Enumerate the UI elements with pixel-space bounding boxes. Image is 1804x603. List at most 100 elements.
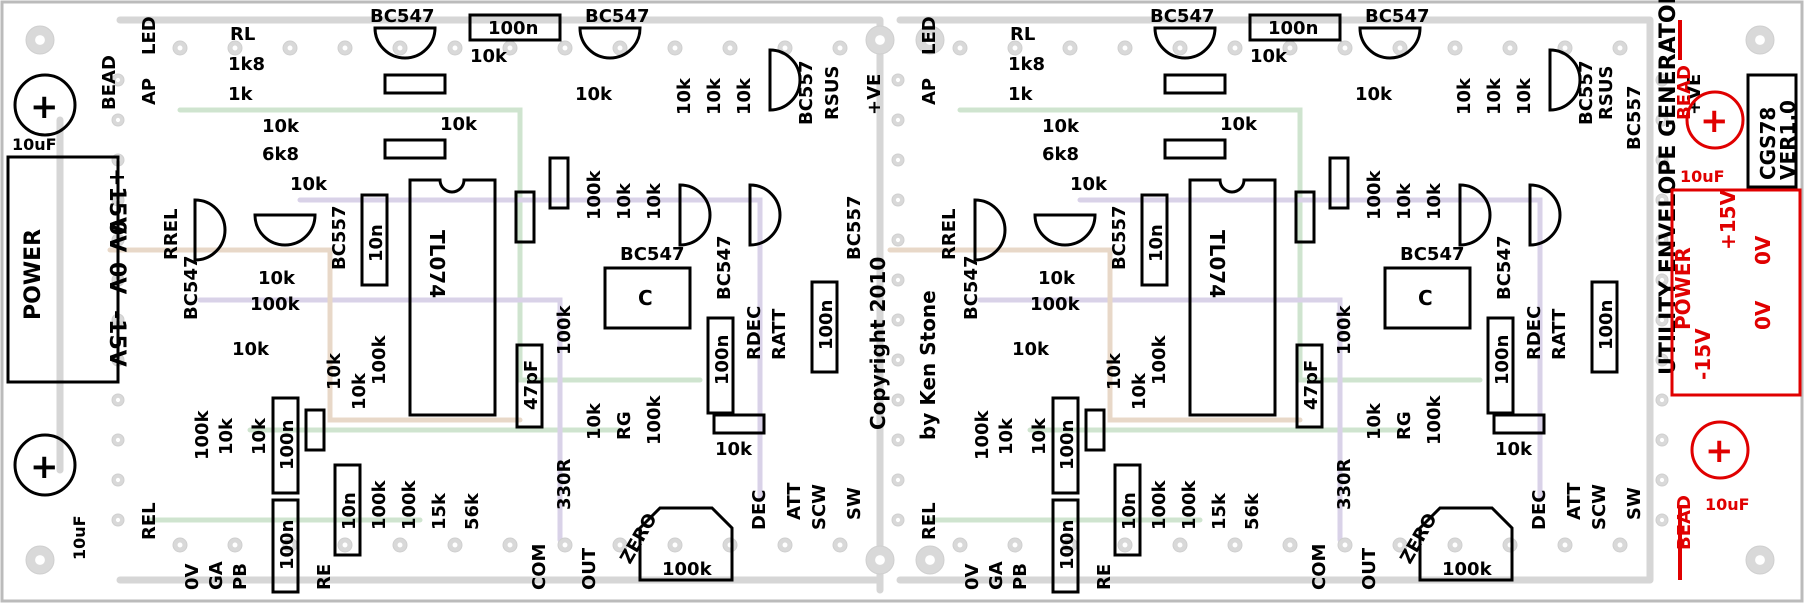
pad-hole [452,542,458,548]
pad-hole [1659,437,1665,443]
svg-text:100n: 100n [712,335,733,385]
svg-text:10n: 10n [339,492,360,530]
svg-text:100n: 100n [1596,300,1617,350]
svg-text:10k: 10k [1424,182,1445,220]
transistor-outline [578,26,642,60]
svg-text:10k: 10k [349,372,370,410]
pad-hole [1659,157,1665,163]
pin-re: RE [314,564,335,590]
pad-hole [895,477,901,483]
pin-led: LED [139,16,160,55]
svg-text:0V: 0V [1751,300,1775,330]
pad-hole [115,397,121,403]
svg-text:BC547: BC547 [1365,6,1430,27]
pad-hole [1755,35,1765,45]
right-power-section: POWER +15V -15V 0V 0V + 10uF BEAD + 10uF… [1670,20,1802,580]
svg-text:RSUS: RSUS [1596,66,1617,120]
svg-text:100n: 100n [488,18,538,39]
pad-hole [1287,542,1293,548]
pad-hole [895,277,901,283]
electrolytic-cap-top-left: + 10uF [12,73,77,154]
svg-text:10k: 10k [262,116,300,137]
pad-hole [177,45,183,51]
svg-text:10uF: 10uF [1680,167,1725,186]
pad-hole [35,555,45,565]
svg-text:BC547: BC547 [1494,235,1515,300]
pin-rrel: RREL [161,209,182,261]
electrolytic-cap-bottom-right [1690,420,1750,480]
pin-pb: PB [230,563,251,590]
svg-text:SCW: SCW [1589,484,1610,530]
svg-text:BC557: BC557 [1624,85,1645,150]
pad-hole [1122,542,1128,548]
pad-hole [895,77,901,83]
pad-hole [232,542,238,548]
svg-text:RG: RG [1394,411,1415,440]
pad-hole [727,45,733,51]
svg-text:10k: 10k [1220,114,1258,135]
pad-hole [1342,542,1348,548]
svg-text:C: C [1418,286,1433,310]
copper-traces [56,16,1654,594]
pad-hole [1659,277,1665,283]
pad-hole [672,542,678,548]
svg-text:10n: 10n [1146,224,1167,262]
transistor-outline [373,26,437,60]
svg-text:15k: 15k [429,492,450,530]
svg-text:1k: 1k [228,84,254,105]
svg-text:100k: 100k [369,334,390,385]
svg-text:10k: 10k [1394,182,1415,220]
pad-hole [287,45,293,51]
svg-text:10k: 10k [1070,174,1108,195]
pad-hole [115,437,121,443]
svg-text:100n: 100n [1268,18,1318,39]
pad-hole [1659,517,1665,523]
svg-text:10k: 10k [470,46,508,67]
svg-text:+: + [1700,101,1729,141]
svg-text:330R: 330R [554,458,575,510]
pad-hole [1659,197,1665,203]
svg-text:100k: 100k [1179,479,1200,530]
svg-text:100k: 100k [399,479,420,530]
svg-text:RG: RG [614,411,635,440]
svg-text:+: + [30,87,59,127]
pad-hole [1287,45,1293,51]
svg-text:BC547: BC547 [961,255,982,320]
pad-hole [1659,477,1665,483]
copyright-text: Copyright 2010 [866,257,890,430]
svg-text:100n: 100n [277,520,298,570]
pad-hole [895,397,901,403]
pad-hole [875,35,885,45]
svg-text:-15V: -15V [1691,328,1715,380]
svg-text:10k: 10k [1042,116,1080,137]
svg-text:RATT: RATT [1549,308,1570,360]
pad-hole [1617,45,1623,51]
svg-text:10uF: 10uF [70,515,89,560]
pad-hole [1012,542,1018,548]
power-connector-right [1670,188,1802,397]
chip-label: TL074 [425,230,449,298]
pad-hole [452,45,458,51]
svg-text:BC547: BC547 [1400,244,1465,265]
pin-0v: 0V [182,563,203,590]
pad-hole [177,542,183,548]
pad-hole [957,45,963,51]
pad-hole [1177,542,1183,548]
pad-hole [1397,45,1403,51]
svg-text:RREL: RREL [939,209,960,261]
pad-hole [837,45,843,51]
pad-hole [115,517,121,523]
pad-hole [1659,77,1665,83]
svg-text:DEC: DEC [1529,490,1550,530]
svg-text:10k: 10k [1104,352,1125,390]
svg-text:10k: 10k [1012,339,1050,360]
svg-text:15k: 15k [1209,492,1230,530]
pad-hole [1067,45,1073,51]
svg-text:100k: 100k [584,169,605,220]
transistor-outline [768,48,802,112]
svg-text:6k8: 6k8 [1042,144,1079,165]
power-connector: POWER +15V 0V 0V -15V [6,155,129,384]
pad-hole [1177,45,1183,51]
svg-text:10uF: 10uF [1705,495,1750,514]
